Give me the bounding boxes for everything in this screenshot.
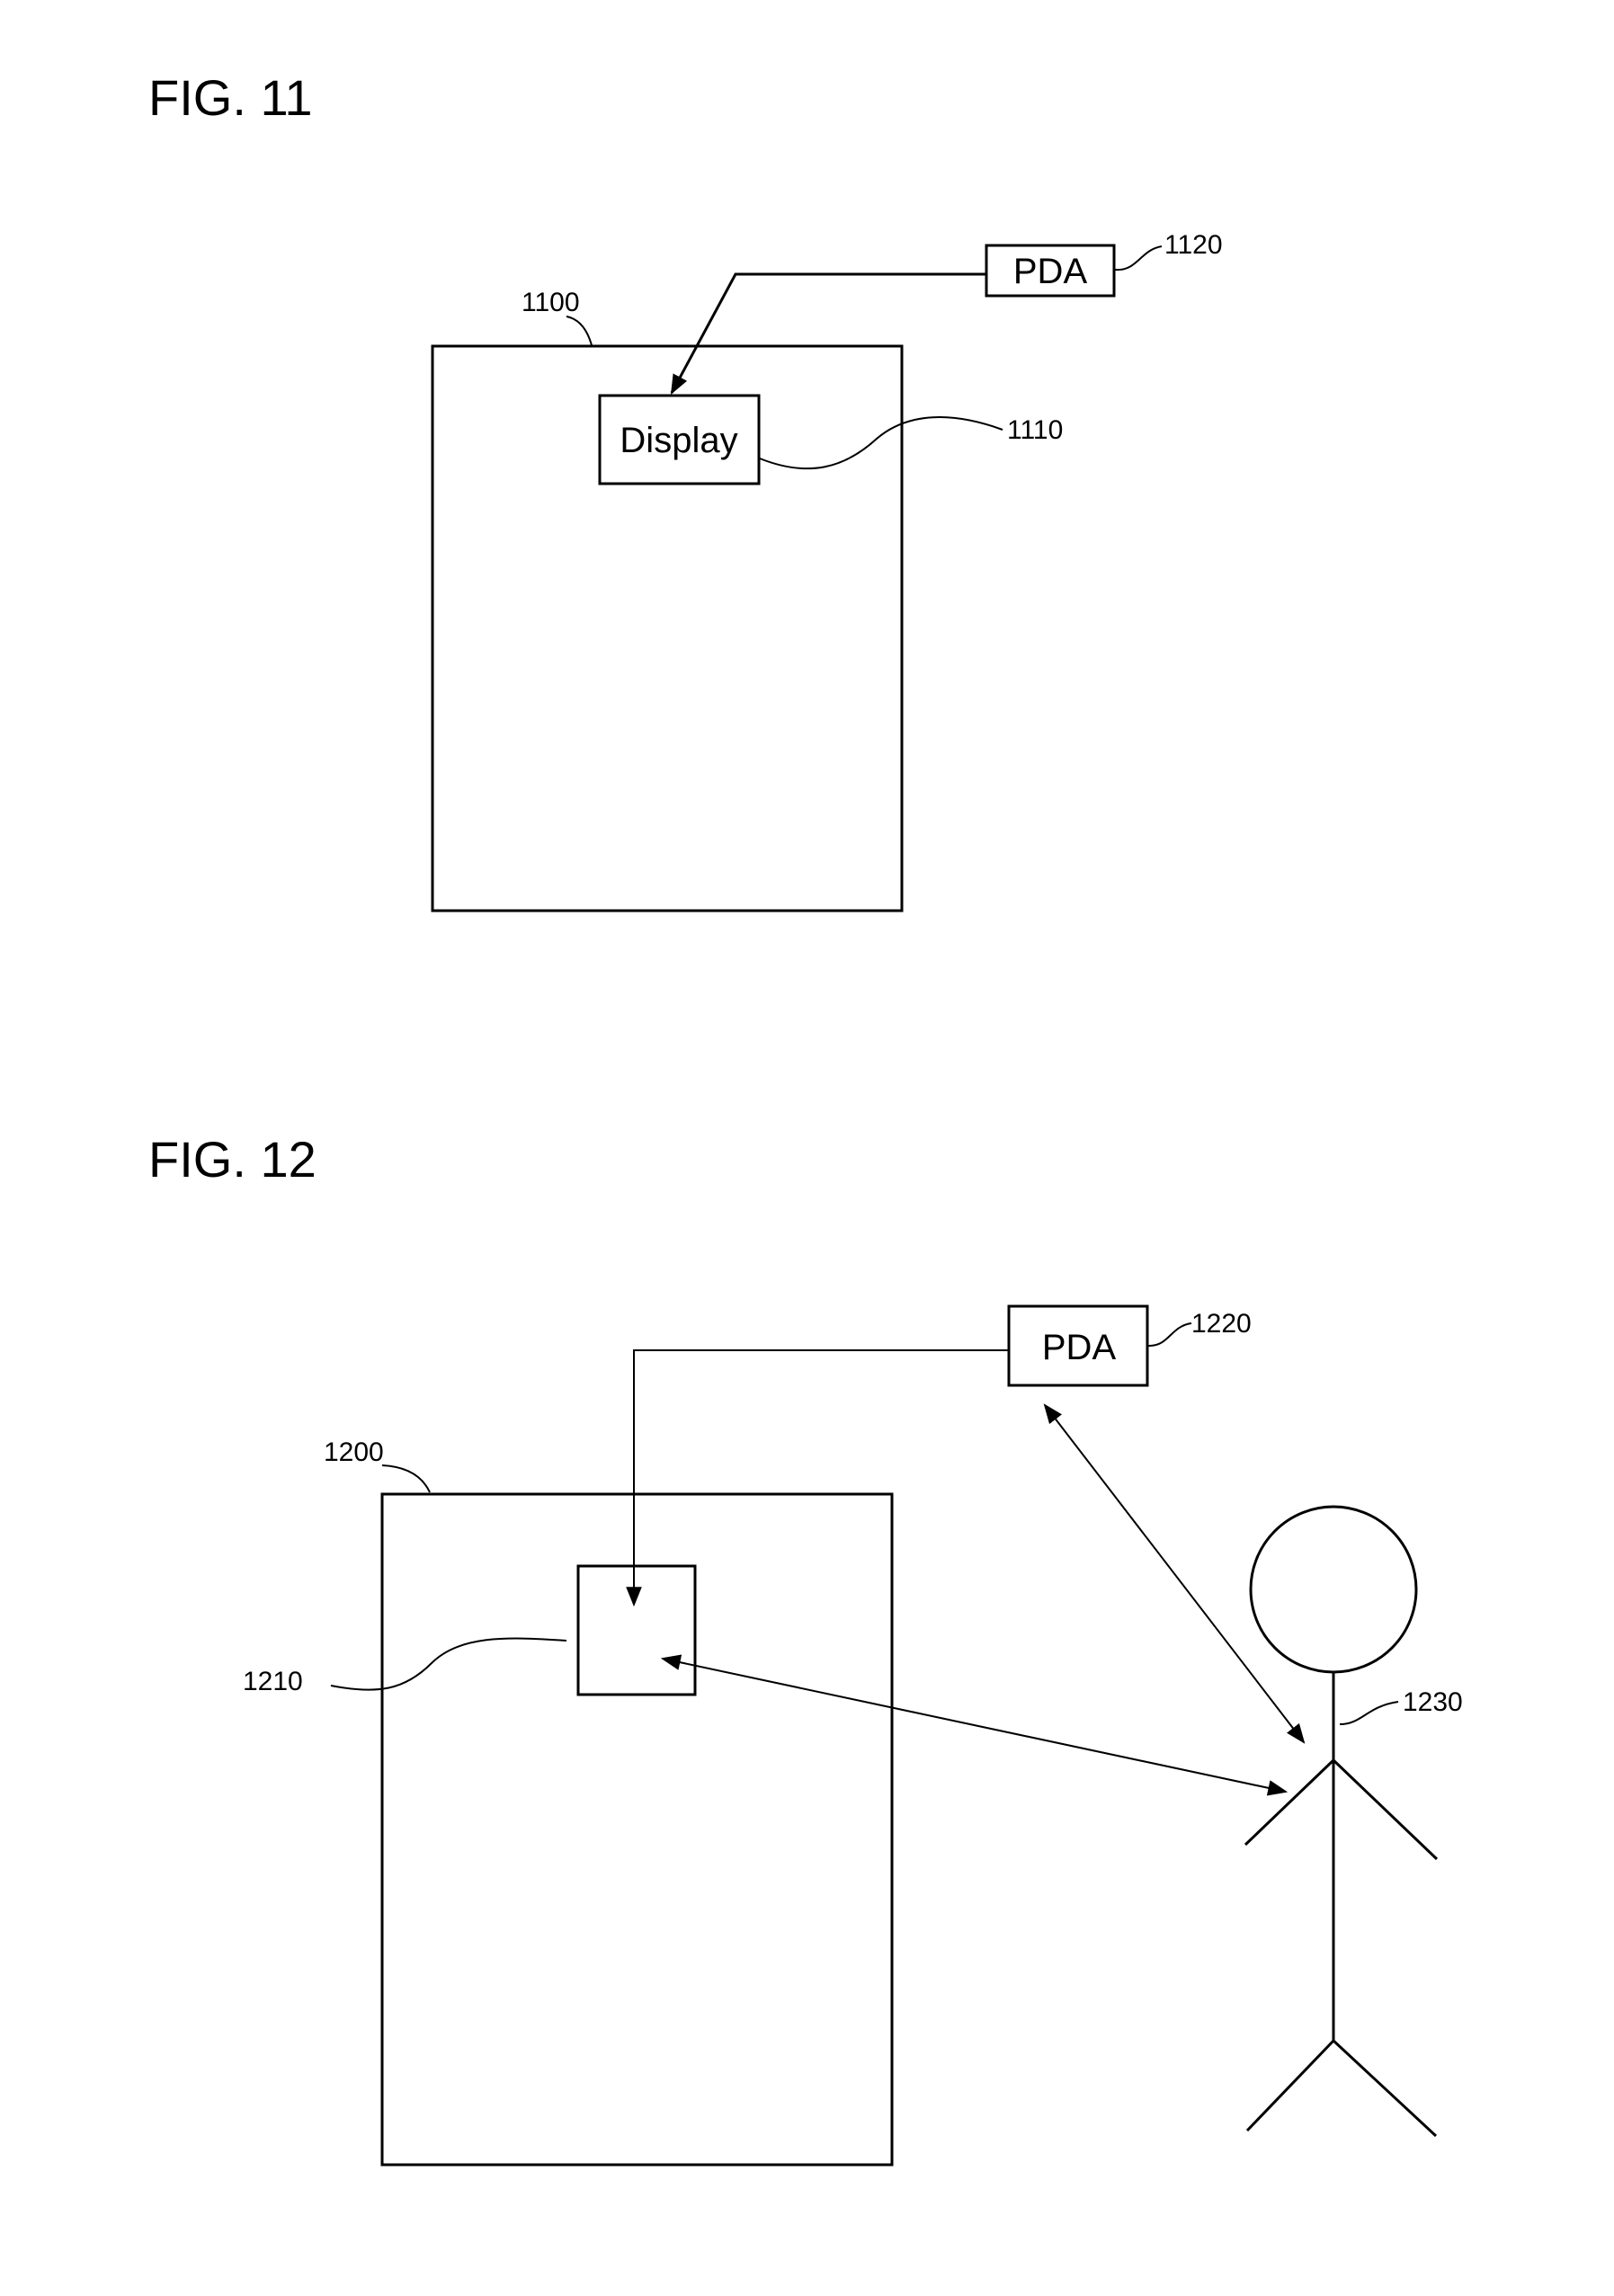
fig-12-ref-display: 1210 (243, 1667, 303, 1696)
fig-11-ref-display: 1110 (1007, 415, 1063, 445)
fig-12-person-leader (1340, 1702, 1398, 1724)
person-head (1251, 1507, 1416, 1672)
fig-12-pda-label: PDA (1042, 1328, 1117, 1367)
fig-11-title: FIG. 11 (148, 69, 313, 126)
person-right-arm (1333, 1760, 1437, 1859)
fig-12-ref-person: 1230 (1403, 1687, 1463, 1717)
person-left-leg (1247, 2041, 1333, 2131)
fig-11-display-label: Display (620, 421, 737, 460)
person-right-leg (1333, 2041, 1436, 2136)
fig-12-housing (382, 1494, 892, 2165)
fig-12-display-box (578, 1566, 695, 1695)
fig-12-pda-person-arrow (1045, 1405, 1304, 1742)
fig-11-housing-leader (566, 316, 592, 345)
fig-12-pda-leader (1148, 1323, 1191, 1346)
figure-11: FIG. 11 1100 Display 1110 PDA 1120 (148, 69, 1223, 911)
fig-12-display-person-arrow (663, 1659, 1286, 1792)
person-left-arm (1245, 1760, 1333, 1845)
fig-11-pda-leader (1115, 246, 1162, 270)
fig-12-display-leader (331, 1639, 566, 1690)
fig-11-pda-to-display-arrow (672, 274, 986, 393)
fig-11-pda-label: PDA (1013, 252, 1088, 291)
fig-11-ref-housing: 1100 (522, 288, 580, 317)
fig-12-title: FIG. 12 (148, 1131, 317, 1188)
fig-12-person (1245, 1507, 1437, 2136)
fig-11-ref-pda: 1120 (1164, 230, 1223, 260)
fig-12-ref-pda: 1220 (1191, 1309, 1252, 1339)
fig-11-display-leader (760, 417, 1003, 468)
fig-12-ref-housing: 1200 (324, 1437, 384, 1467)
fig-12-housing-leader (382, 1465, 430, 1492)
figure-12: FIG. 12 1200 1210 PDA 1220 1230 (148, 1131, 1463, 2165)
